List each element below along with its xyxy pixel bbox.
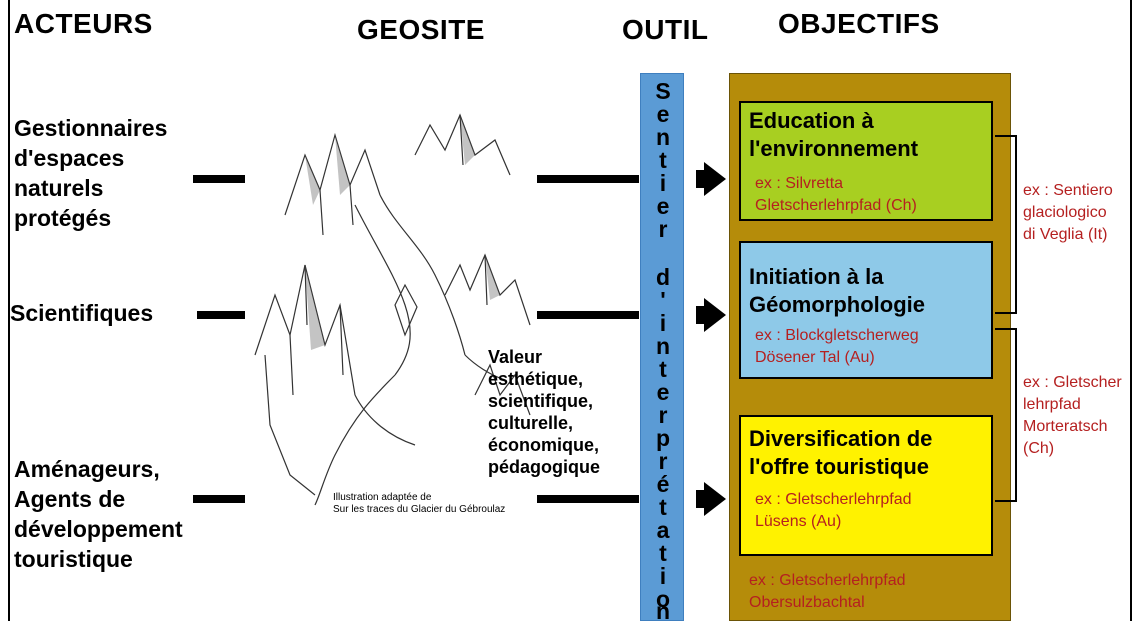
caption-line: Illustration adaptée de [333, 492, 505, 504]
arrow-right-icon [704, 162, 726, 196]
geosite-values: Valeur esthétique, scientifique, culture… [488, 346, 600, 478]
goal-example-line: ex : Silvretta [755, 173, 983, 195]
goal-title: Diversification de l'offre touristique [749, 425, 983, 481]
actor-line: développement [14, 514, 183, 544]
goal-example-line: ex : Blockgletscherweg [755, 325, 983, 347]
actor-developers: Aménageurs, Agents de développement tour… [14, 454, 183, 574]
side-example-line: lehrpfad [1023, 394, 1122, 416]
goal-title-line: Education à [749, 107, 983, 135]
bottom-example-line: ex : Gletscherlehrpfad [749, 570, 906, 592]
side-example-morteratsch: ex : Gletscher lehrpfad Morteratsch (Ch) [1023, 372, 1122, 460]
side-example-line: glaciologico [1023, 202, 1113, 224]
actor-line: touristique [14, 544, 183, 574]
arrow-right-icon [704, 482, 726, 516]
side-example-line: (Ch) [1023, 438, 1122, 460]
actor-line: Agents de [14, 484, 183, 514]
goal-example-line: Lüsens (Au) [755, 511, 983, 533]
arrow-stem-1 [696, 170, 704, 188]
value-line: esthétique, [488, 368, 600, 390]
goal-title-line: l'offre touristique [749, 453, 983, 481]
connector-bar-left-3 [193, 495, 245, 503]
header-actors: ACTEURS [14, 8, 153, 40]
goal-tourism-diversification: Diversification de l'offre touristique e… [739, 415, 993, 556]
goal-example: ex : Gletscherlehrpfad Lüsens (Au) [749, 489, 983, 533]
goal-title-line: Initiation à la [749, 263, 983, 291]
goal-title: Education à l'environnement [749, 107, 983, 163]
side-example-line: ex : Sentiero [1023, 180, 1113, 202]
goal-example-line: Gletscherlehrpfad (Ch) [755, 195, 983, 217]
actor-line: Gestionnaires [14, 113, 167, 143]
arrow-stem-2 [696, 306, 704, 324]
bottom-example: ex : Gletscherlehrpfad Obersulzbachtal [749, 570, 906, 614]
side-example-veglia: ex : Sentiero glaciologico di Veglia (It… [1023, 180, 1113, 246]
actor-line: naturels [14, 173, 167, 203]
value-line: économique, [488, 434, 600, 456]
actor-line: Scientifiques [10, 298, 153, 328]
header-geosite: GEOSITE [357, 14, 485, 46]
goal-title-line: Géomorphologie [749, 291, 983, 319]
goal-environment-education: Education à l'environnement ex : Silvret… [739, 101, 993, 221]
value-line: pédagogique [488, 456, 600, 478]
header-tool: OUTIL [622, 14, 709, 46]
illustration-caption: Illustration adaptée de Sur les traces d… [333, 492, 505, 516]
connector-bar-left-1 [193, 175, 245, 183]
bracket-lower [995, 328, 1017, 502]
connector-bar-mid-2 [537, 311, 639, 319]
connector-bar-left-2 [197, 311, 245, 319]
actor-line: Aménageurs, [14, 454, 183, 484]
value-line: culturelle, [488, 412, 600, 434]
goal-example: ex : Blockgletscherweg Dösener Tal (Au) [749, 325, 983, 369]
header-objectives: OBJECTIFS [778, 8, 940, 40]
actor-scientists: Scientifiques [10, 298, 153, 328]
actor-line: d'espaces [14, 143, 167, 173]
goal-geomorphology-initiation: Initiation à la Géomorphologie ex : Bloc… [739, 241, 993, 379]
caption-line: Sur les traces du Glacier du Gébroulaz [333, 504, 505, 516]
goal-title-line: l'environnement [749, 135, 983, 163]
side-example-line: ex : Gletscher [1023, 372, 1122, 394]
actor-managers: Gestionnaires d'espaces naturels protégé… [14, 113, 167, 233]
value-line: scientifique, [488, 390, 600, 412]
bracket-upper [995, 135, 1017, 314]
side-example-line: di Veglia (It) [1023, 224, 1113, 246]
arrow-stem-3 [696, 490, 704, 508]
value-line: Valeur [488, 346, 600, 368]
tool-interpretation-trail: S e n t i e r d ' i n t e r p r é t a t … [640, 73, 684, 621]
arrow-right-icon [704, 298, 726, 332]
bottom-example-line: Obersulzbachtal [749, 592, 906, 614]
goal-example-line: ex : Gletscherlehrpfad [755, 489, 983, 511]
tool-letter: r [641, 216, 685, 243]
goal-title-line: Diversification de [749, 425, 983, 453]
actor-line: protégés [14, 203, 167, 233]
goal-example: ex : Silvretta Gletscherlehrpfad (Ch) [749, 173, 983, 217]
connector-bar-mid-1 [537, 175, 639, 183]
goal-title: Initiation à la Géomorphologie [749, 263, 983, 319]
connector-bar-mid-3 [537, 495, 639, 503]
side-example-line: Morteratsch [1023, 416, 1122, 438]
goal-example-line: Dösener Tal (Au) [755, 347, 983, 369]
